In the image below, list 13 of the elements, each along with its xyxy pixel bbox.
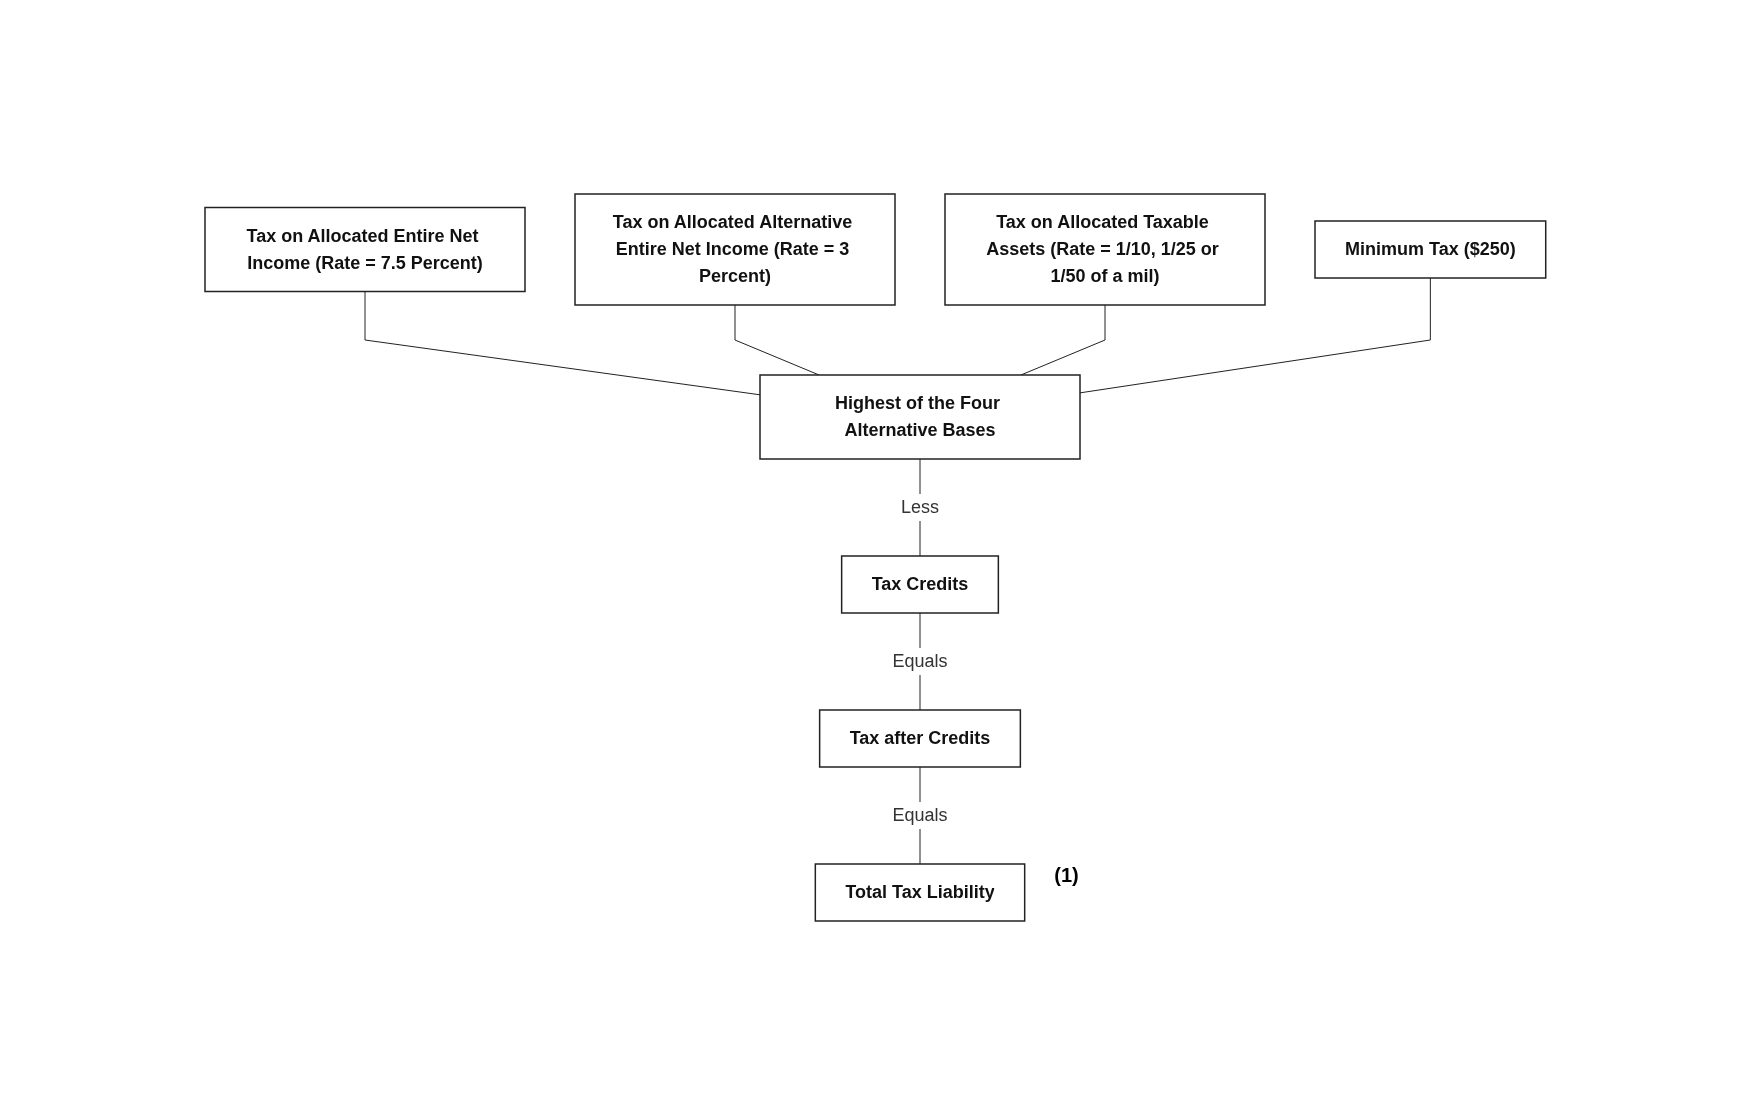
edge-label: Equals bbox=[892, 650, 948, 671]
node-box: Highest of the Four Alternative Bases bbox=[758, 373, 1081, 460]
connector bbox=[1079, 277, 1431, 393]
edge-label: Less bbox=[900, 496, 939, 517]
node-box: Tax after Credits bbox=[818, 708, 1021, 768]
node-box: Tax on Allocated Entire Net Income (Rate = 7.5 Percent) bbox=[203, 206, 526, 292]
node-box: Tax on Allocated Taxable Assets (Rate = 1/10, 1/25 or 1/50 of a mil) bbox=[943, 192, 1266, 306]
node-box: Tax Credits bbox=[840, 554, 999, 614]
footnote-mark: (1) bbox=[1054, 863, 1079, 886]
node-box: Minimum Tax ($250) bbox=[1313, 219, 1547, 279]
edge-label: Equals bbox=[892, 804, 948, 825]
node-box: Total Tax Liability bbox=[814, 862, 1026, 922]
node-box: Tax on Allocated Alternative Entire Net Income (Rate = 3 Percent) bbox=[573, 192, 896, 306]
